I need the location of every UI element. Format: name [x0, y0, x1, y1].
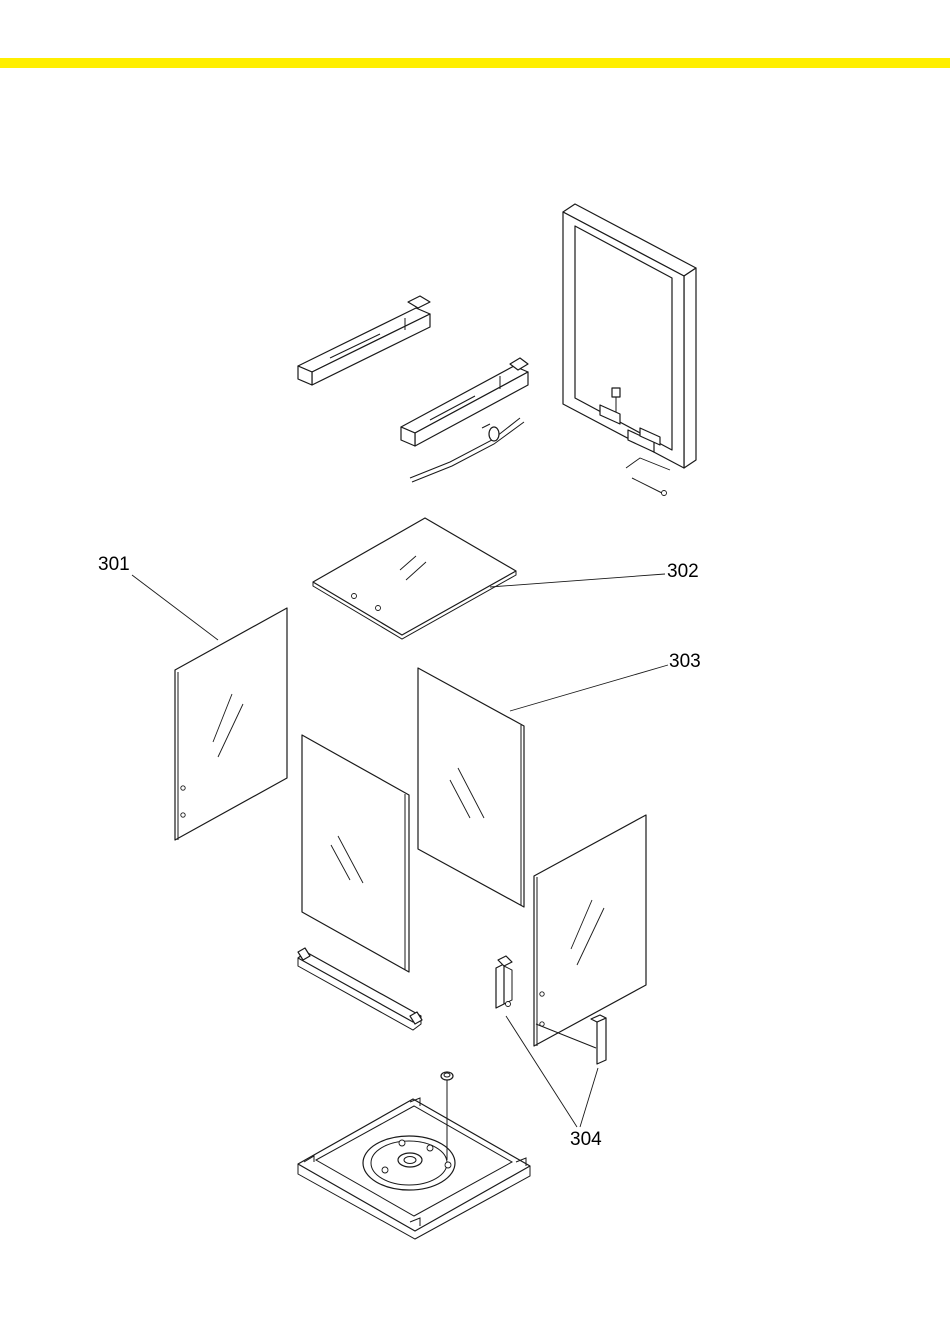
front-left-glass-panel — [302, 735, 409, 972]
right-glass-panel — [418, 668, 524, 907]
frame-clip — [612, 388, 620, 397]
door-glass-panel — [534, 815, 646, 1046]
top-glass-panel — [313, 518, 516, 639]
callout-302: 302 — [667, 561, 699, 582]
callout-303: 303 — [669, 651, 701, 672]
rear-frame — [563, 204, 696, 496]
base-plate — [298, 1098, 530, 1239]
callout-304: 304 — [570, 1129, 602, 1150]
left-glass-panel — [175, 608, 287, 840]
top-bar-upper — [298, 296, 430, 385]
callout-301: 301 — [98, 554, 130, 575]
